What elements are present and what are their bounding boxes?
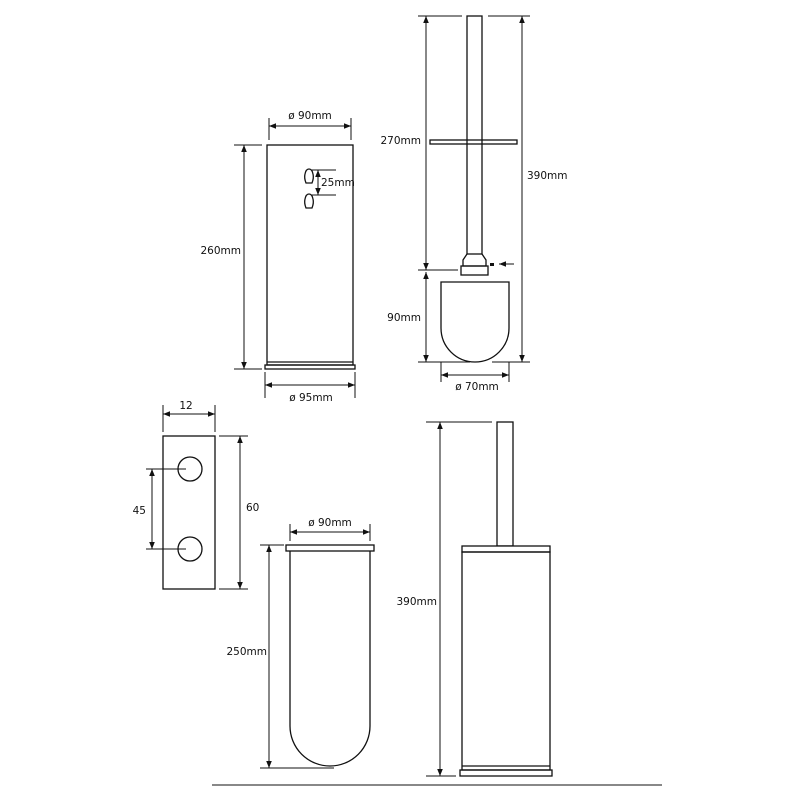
assembly-body — [461, 551, 551, 771]
assembly-foot — [459, 769, 553, 777]
holder-height-label: 260mm — [201, 245, 242, 257]
brush-total-height-label: 390mm — [527, 170, 568, 182]
cup-body — [289, 551, 371, 767]
bracket-thickness-label: 12 — [179, 400, 192, 412]
brush-ferrule-mark — [490, 263, 494, 266]
assembly-handle — [496, 421, 514, 547]
brush-head-height-label: 90mm — [387, 312, 421, 324]
cup-height-label: 250mm — [227, 646, 268, 658]
assembly-height-label: 390mm — [397, 596, 438, 608]
bracket-height-label: 60 — [246, 502, 259, 514]
insert-cup-view: ø 90mm 250mm — [227, 517, 375, 769]
cup-rim — [285, 544, 375, 552]
assembly-view: 390mm — [397, 421, 553, 777]
keyhole-top-icon — [304, 168, 314, 184]
brush-collar — [462, 253, 487, 267]
bracket-hole-spacing-label: 45 — [133, 505, 146, 517]
brush-view: 270mm 90mm 390mm ø 70mm — [381, 15, 568, 393]
holder-hole-spacing-label: 25mm — [321, 177, 355, 189]
cup-diameter-label: ø 90mm — [308, 517, 352, 529]
keyhole-bottom-icon — [304, 193, 314, 209]
brush-lid-disc — [429, 139, 518, 145]
brush-ferrule — [460, 265, 489, 276]
brush-handle-length-label: 270mm — [381, 135, 422, 147]
assembly-lid — [461, 545, 551, 553]
wall-bracket-view: 12 45 60 — [133, 400, 259, 590]
brush-head — [440, 281, 510, 363]
brush-handle — [466, 15, 483, 255]
holder-foot — [264, 364, 356, 370]
holder-width-bottom-label: ø 95mm — [289, 392, 333, 404]
brush-head-diameter-label: ø 70mm — [455, 381, 499, 393]
holder-width-top-label: ø 90mm — [288, 110, 332, 122]
holder-front-view: ø 90mm 260mm 25mm ø 95mm — [201, 110, 356, 404]
bracket-plate — [162, 435, 216, 590]
